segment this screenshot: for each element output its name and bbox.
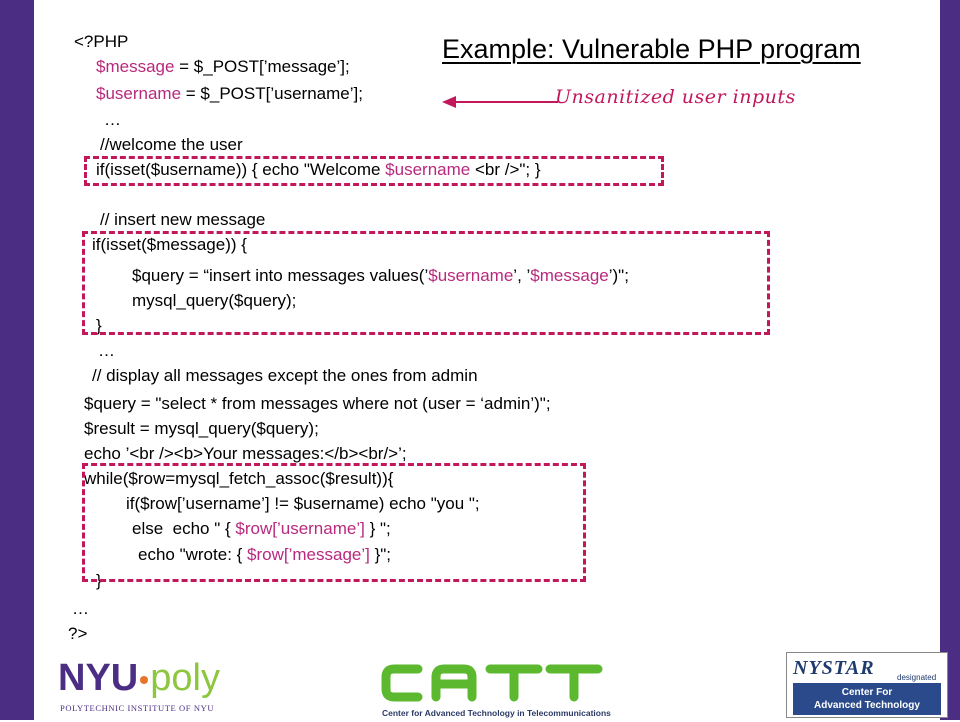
code-line: … <box>72 599 89 618</box>
code-line: $message = $_POST[’message’]; <box>96 57 350 76</box>
code-line: } <box>96 316 102 335</box>
dashed-highlight-box <box>82 231 770 335</box>
code-line: // display all messages except the ones … <box>92 366 478 385</box>
code-line: echo "wrote: { $row[’message’] }"; <box>138 545 392 564</box>
code-line: $query = "select * from messages where n… <box>84 394 551 413</box>
code-line: while($row=mysql_fetch_assoc($result)){ <box>84 469 394 488</box>
dashed-highlight-box <box>82 463 586 582</box>
highlighted-var: $username <box>96 84 182 103</box>
code-line: if(isset($username)) { echo "Welcome $us… <box>96 160 541 179</box>
code-line: mysql_query($query); <box>132 291 297 310</box>
code-line: … <box>98 341 115 360</box>
highlighted-var: $row[’message’] <box>247 545 370 564</box>
code-line: if($row[’username’] != $username) echo "… <box>126 494 480 513</box>
catt-logo-icon <box>381 664 603 702</box>
nystar-logo: NYSTAR designated Center For Advanced Te… <box>786 652 948 718</box>
code-line: $query = “insert into messages values(’$… <box>132 266 629 285</box>
code-line: if(isset($message)) { <box>92 235 247 254</box>
left-arrow-icon <box>442 96 558 108</box>
slide-title: Example: Vulnerable PHP program <box>442 34 861 64</box>
code-line: $result = mysql_query($query); <box>84 419 319 438</box>
catt-logo: Center for Advanced Technology in Teleco… <box>378 660 638 722</box>
highlighted-var: $username <box>385 160 471 179</box>
highlighted-var: $username <box>428 266 514 285</box>
dashed-highlight-box <box>84 156 664 186</box>
highlighted-var: $message <box>96 57 175 76</box>
code-line: // insert new message <box>100 210 266 229</box>
code-line: echo ’<br /><b>Your messages:</b><br/>’; <box>84 444 407 463</box>
right-frame-bar <box>940 0 960 720</box>
code-line: else echo " { $row[’username’] } "; <box>132 519 391 538</box>
highlighted-var: $message <box>530 266 609 285</box>
code-line: //welcome the user <box>100 135 243 154</box>
code-line: <?PHP <box>74 32 129 51</box>
code-line: ?> <box>68 624 88 643</box>
annotation-label: Unsanitized user inputs <box>555 86 796 108</box>
highlighted-var: $row[’username’] <box>235 519 365 538</box>
left-frame-bar <box>0 0 34 720</box>
code-line: … <box>104 110 121 129</box>
code-line: $username = $_POST[’username’]; <box>96 84 363 103</box>
